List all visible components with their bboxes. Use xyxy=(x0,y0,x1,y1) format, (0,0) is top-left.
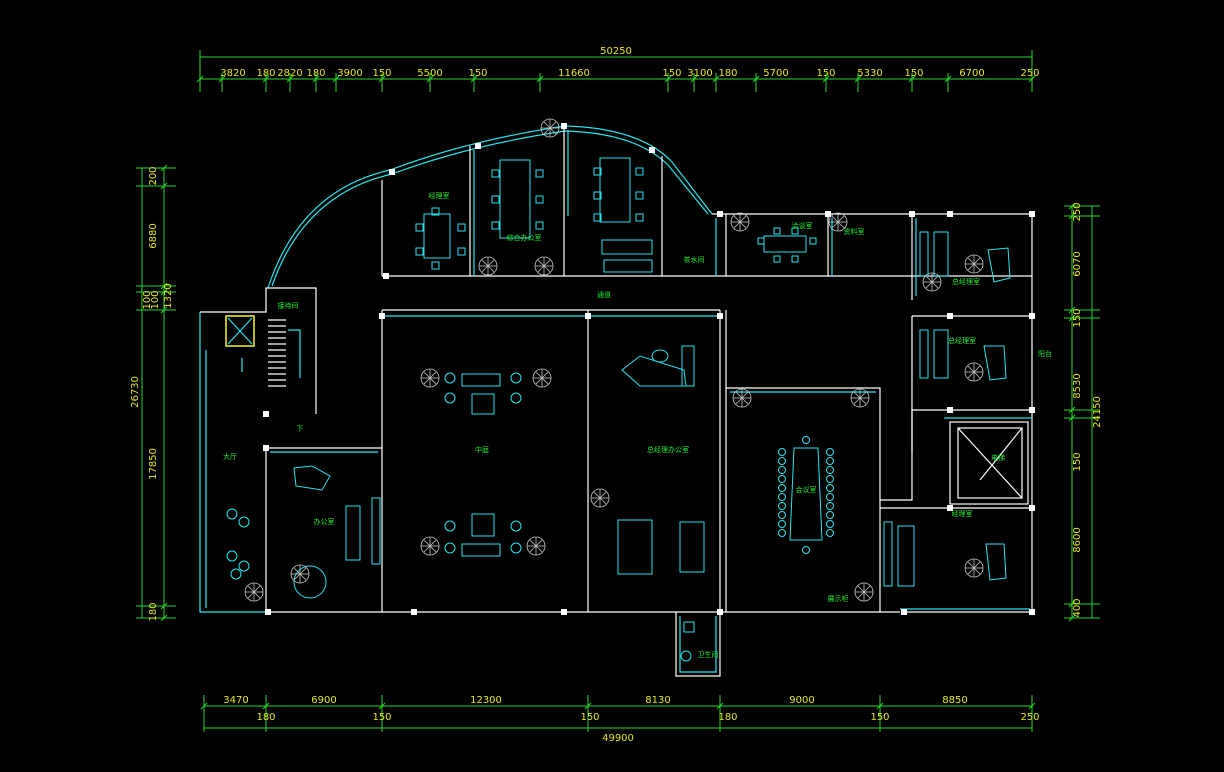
left-overall-dimension: 26730 xyxy=(130,376,141,408)
label-gm-office-mid: 总经理室 xyxy=(948,336,976,345)
top-segment-dimension: 150 xyxy=(372,68,391,79)
bottom-overall-dimension: 49900 xyxy=(602,733,634,744)
structural-columns xyxy=(263,123,1035,615)
top-segment-dimension: 250 xyxy=(1020,68,1039,79)
right-segment-dimension: 8530 xyxy=(1072,373,1083,398)
top-segment-dimension: 3100 xyxy=(687,68,712,79)
bottom-segment-dimension: 12300 xyxy=(470,695,502,706)
bottom-segment-dimension: 8130 xyxy=(645,695,670,706)
top-segment-dimension: 5700 xyxy=(763,68,788,79)
top-segment-dimension: 150 xyxy=(816,68,835,79)
label-archive: 资料室 xyxy=(844,227,865,236)
label-general-office: 综合办公室 xyxy=(507,233,542,242)
label-finance-office: 总经理办公室 xyxy=(647,445,689,454)
left-segment-dimension: 17850 xyxy=(148,448,159,480)
bottom-segment-dimension: 3470 xyxy=(223,695,248,706)
right-segment-dimension: 400 xyxy=(1072,598,1083,617)
top-segment-dimension: 150 xyxy=(904,68,923,79)
top-segment-dimension: 150 xyxy=(662,68,681,79)
label-display: 展示柜 xyxy=(828,594,849,603)
right-dimension-chain: 250 6070 150 8530 150 8600 400 24150 xyxy=(1064,202,1103,622)
label-exhibition: 中庭 xyxy=(475,445,489,454)
label-office-left: 办公室 xyxy=(314,517,335,526)
bottom-wall-dimension: 180 xyxy=(256,712,275,723)
label-elevator: 电梯 xyxy=(991,453,1005,462)
label-meeting-room: 洽谈室 xyxy=(792,221,813,230)
top-segment-dimension: 5330 xyxy=(857,68,882,79)
right-segment-dimension: 6070 xyxy=(1072,251,1083,276)
label-manager-office: 经理室 xyxy=(429,191,450,200)
left-segment-dimension: 100 xyxy=(142,290,153,309)
label-lobby: 大厅 xyxy=(223,452,237,461)
bottom-wall-dimension: 150 xyxy=(372,712,391,723)
bottom-wall-dimension: 180 xyxy=(718,712,737,723)
top-segment-dimension: 2820 xyxy=(277,68,302,79)
plant-symbols xyxy=(244,118,984,602)
top-segment-dimension: 180 xyxy=(256,68,275,79)
top-segment-dimension: 150 xyxy=(468,68,487,79)
bottom-segment-dimension: 9000 xyxy=(789,695,814,706)
label-water-room: 茶水间 xyxy=(684,255,705,264)
room-labels: 经理室 综合办公室 通道 茶水间 洽谈室 资料室 总经理室 总经理室 接待间 大… xyxy=(223,191,1052,659)
bottom-wall-dimension: 150 xyxy=(870,712,889,723)
top-segment-dimension: 6700 xyxy=(959,68,984,79)
top-segment-dimension: 3900 xyxy=(337,68,362,79)
top-overall-dimension: 50250 xyxy=(600,46,632,57)
label-corridor: 通道 xyxy=(597,290,611,299)
left-segment-dimension: 6880 xyxy=(148,223,159,248)
right-segment-dimension: 250 xyxy=(1072,202,1083,221)
building-walls xyxy=(199,125,1033,677)
left-segment-dimension: 180 xyxy=(148,602,159,621)
right-overall-dimension: 24150 xyxy=(1092,396,1103,428)
label-reception-left: 接待间 xyxy=(278,301,299,310)
top-segment-dimension: 180 xyxy=(306,68,325,79)
top-segment-dimension: 11660 xyxy=(558,68,590,79)
bottom-wall-dimension: 150 xyxy=(580,712,599,723)
left-segment-dimension: 200 xyxy=(148,166,159,185)
right-segment-dimension: 150 xyxy=(1072,452,1083,471)
bottom-dimension-chain: 3470 6900 12300 8130 9000 8850 180 150 150 180 15… xyxy=(200,695,1040,744)
bottom-wall-dimension: 250 xyxy=(1020,712,1039,723)
label-restroom: 卫生间 xyxy=(698,650,719,659)
label-gm-office-top: 总经理室 xyxy=(952,277,980,286)
right-segment-dimension: 8600 xyxy=(1072,527,1083,552)
top-segment-dimension: 5500 xyxy=(417,68,442,79)
bottom-segment-dimension: 6900 xyxy=(311,695,336,706)
label-stair-down: 下 xyxy=(297,425,304,433)
left-segment-dimension: 100 xyxy=(150,290,161,309)
left-sub-dimension: 1320 xyxy=(163,283,174,308)
label-balcony: 阳台 xyxy=(1038,349,1052,358)
furniture xyxy=(226,157,1011,662)
stairs xyxy=(241,319,301,387)
label-conference: 会议室 xyxy=(796,485,817,494)
bottom-segment-dimension: 8850 xyxy=(942,695,967,706)
right-segment-dimension: 150 xyxy=(1072,308,1083,327)
top-segment-dimension: 180 xyxy=(718,68,737,79)
label-gm-office-bottom: 经理室 xyxy=(952,509,973,518)
top-segment-dimension: 3820 xyxy=(220,68,245,79)
